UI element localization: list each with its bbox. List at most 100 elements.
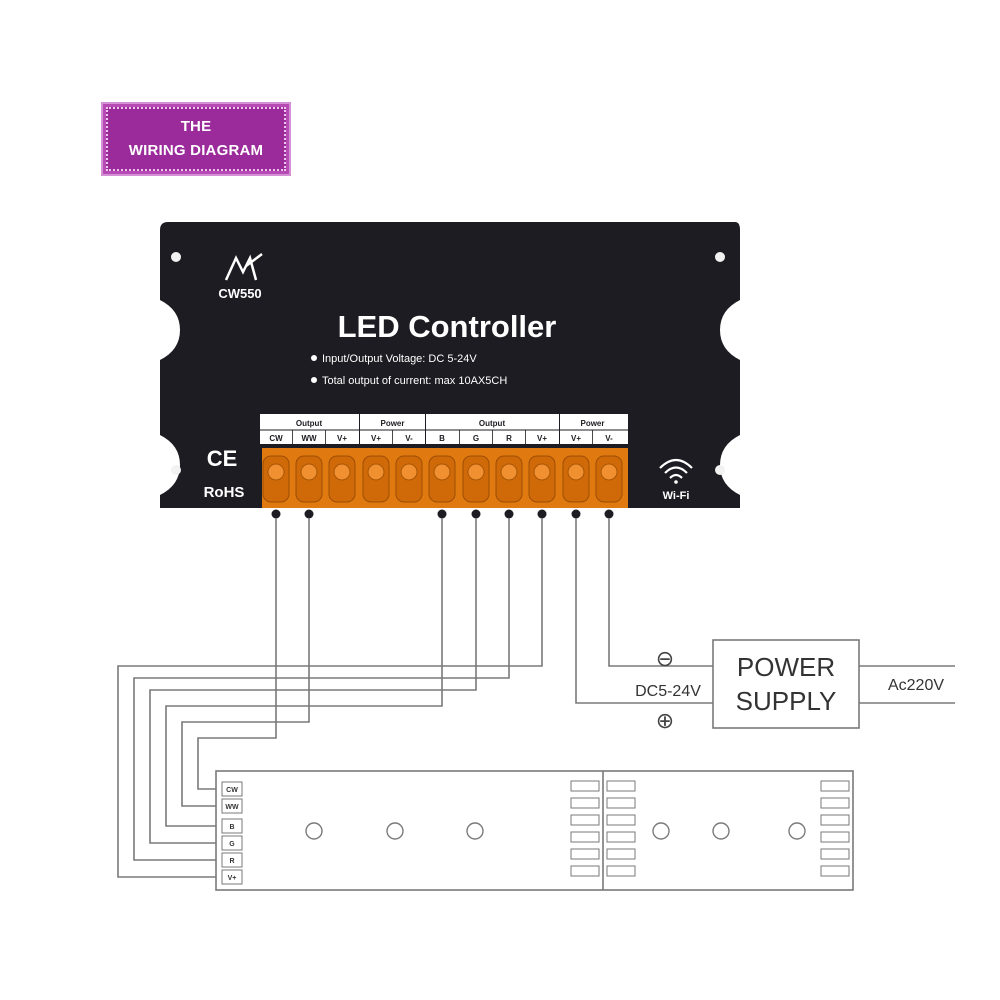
spec-voltage: Input/Output Voltage: DC 5-24V — [322, 353, 477, 365]
ac-voltage-label: Ac220V — [888, 677, 944, 694]
solder-contact — [606, 865, 636, 877]
strip-pad-label: R — [229, 858, 234, 865]
wire — [165, 518, 443, 827]
plus-symbol: ⊕ — [656, 708, 674, 733]
terminal-dot — [304, 509, 314, 519]
strip-pad-label: V+ — [228, 875, 237, 882]
screw-head — [300, 463, 318, 481]
terminal-dot — [471, 509, 481, 519]
strip-leds — [305, 822, 806, 840]
screw-head — [533, 463, 551, 481]
solder-contact — [606, 780, 636, 792]
solder-contact — [820, 865, 850, 877]
terminal-group-label: Output — [479, 419, 506, 428]
power-supply-box — [712, 639, 860, 729]
wire-positive — [575, 518, 713, 704]
strip-pad — [221, 835, 243, 851]
strip-pad — [221, 852, 243, 868]
solder-contact — [820, 797, 850, 809]
solder-contact — [570, 848, 600, 860]
led-chip — [652, 822, 670, 840]
solder-contact — [820, 814, 850, 826]
strip-solder-contacts — [570, 780, 850, 877]
terminal-group-label: Power — [580, 419, 604, 428]
solder-contact — [606, 797, 636, 809]
strip-pad-label: WW — [225, 804, 239, 811]
terminal-group-label: Output — [296, 419, 323, 428]
brand-logo — [224, 253, 263, 281]
screw-head — [267, 463, 285, 481]
ce-mark: CE — [207, 446, 238, 471]
badge-title-line1: THE — [180, 118, 212, 135]
solder-contact — [570, 831, 600, 843]
strip-pad — [221, 818, 243, 834]
wire-negative — [608, 518, 713, 667]
solder-contact — [570, 780, 600, 792]
terminal-label: V+ — [337, 434, 347, 443]
strip-pad — [221, 781, 243, 797]
strip-pad — [221, 798, 243, 814]
terminal-label: V- — [405, 434, 413, 443]
screw-head — [467, 463, 485, 481]
rohs-mark: RoHS — [204, 484, 245, 501]
terminal-group-label: Power — [380, 419, 404, 428]
strip-pad-label: G — [229, 841, 235, 848]
solder-contact — [606, 831, 636, 843]
power-supply-line2: SUPPLY — [736, 686, 837, 716]
wire — [197, 518, 277, 790]
mount-hole-top-left — [171, 252, 181, 262]
minus-symbol: ⊖ — [656, 646, 674, 671]
terminal-label: V+ — [371, 434, 381, 443]
mount-hole-top-right — [715, 252, 725, 262]
model-label: CW550 — [218, 286, 261, 301]
wire — [181, 518, 310, 807]
power-supply-line1: POWER — [737, 652, 835, 682]
screw-head — [600, 463, 618, 481]
screw-head — [433, 463, 451, 481]
led-chip — [712, 822, 730, 840]
terminal-label: R — [506, 434, 512, 443]
solder-contact — [820, 780, 850, 792]
terminal-dot — [504, 509, 514, 519]
screw-head — [367, 463, 385, 481]
solder-contact — [606, 848, 636, 860]
mount-hole-bottom-right — [715, 465, 725, 475]
terminal-label: V+ — [571, 434, 581, 443]
led-chip — [305, 822, 323, 840]
terminal-label: G — [473, 434, 479, 443]
terminal-label: WW — [301, 434, 317, 443]
wire — [117, 518, 543, 878]
controller-title: LED Controller — [338, 309, 557, 344]
strip-pad-label: CW — [226, 787, 238, 794]
spec-bullet-2 — [311, 377, 317, 383]
mount-hole-bottom-left — [171, 465, 181, 475]
terminal-dot — [271, 509, 281, 519]
screw-head — [500, 463, 518, 481]
screw-head — [400, 463, 418, 481]
solder-contact — [570, 865, 600, 877]
terminal-label: V- — [605, 434, 613, 443]
terminal-dot — [571, 509, 581, 519]
power-supply: POWER SUPPLY ⊖ ⊕ DC5-24V Ac220V — [635, 639, 955, 733]
terminal-label: B — [439, 434, 445, 443]
screw-head — [567, 463, 585, 481]
wire-terminal-dots — [271, 509, 614, 519]
strip-pad — [221, 869, 243, 885]
led-chip — [386, 822, 404, 840]
terminal-screws — [262, 455, 623, 503]
screw-head — [333, 463, 351, 481]
terminal-dot — [537, 509, 547, 519]
wire — [133, 518, 510, 861]
terminal-label-plate — [260, 414, 628, 444]
solder-contact — [820, 848, 850, 860]
solder-contact — [820, 831, 850, 843]
led-chip — [466, 822, 484, 840]
terminal-label: V+ — [537, 434, 547, 443]
wire — [149, 518, 477, 844]
solder-contact — [606, 814, 636, 826]
wifi-label: Wi-Fi — [663, 490, 690, 502]
terminal-dot — [437, 509, 447, 519]
